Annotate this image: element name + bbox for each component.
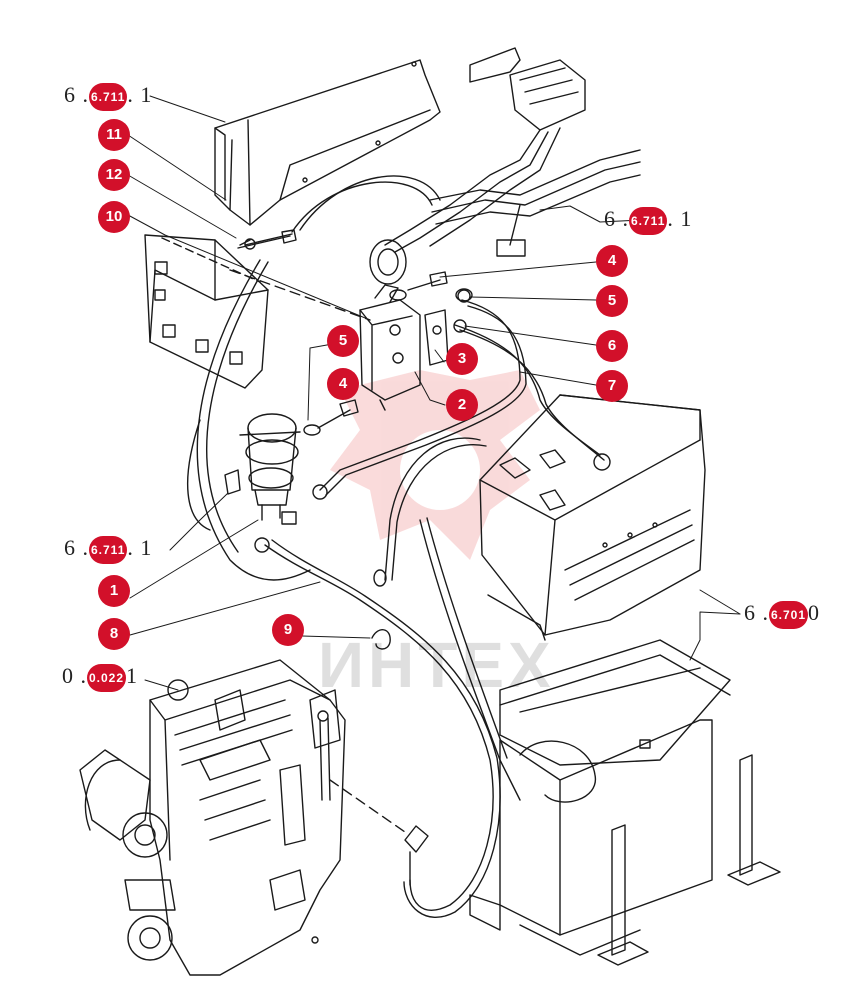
clip-9	[371, 629, 391, 650]
bolt-12	[244, 229, 297, 250]
upper-bracket	[214, 59, 441, 226]
ref-badge[interactable]: 0.022	[87, 663, 127, 692]
callout-3[interactable]: 3	[446, 343, 478, 375]
callout-9[interactable]: 9	[272, 614, 304, 646]
callout-12[interactable]: 12	[98, 159, 130, 191]
callout-8[interactable]: 8	[98, 618, 130, 650]
ref-6-711-harness: 6 .6.711. 1	[604, 206, 692, 235]
battery-cable	[373, 437, 521, 801]
callout-6[interactable]: 6	[596, 330, 628, 362]
solenoid	[224, 413, 301, 525]
battery-tray	[499, 639, 731, 766]
ref-badge[interactable]: 6.711	[89, 535, 128, 564]
leader-lines	[127, 95, 741, 691]
bolt-4-upper	[389, 271, 473, 302]
ref-badge[interactable]: 6.711	[629, 206, 668, 235]
ref-6-711-top: 6 .6.711. 1	[64, 82, 152, 111]
wire-loops	[186, 175, 441, 581]
ground-cable	[254, 537, 501, 918]
callout-1[interactable]: 1	[98, 575, 130, 607]
callout-2[interactable]: 2	[446, 389, 478, 421]
callout-4-lower[interactable]: 4	[327, 368, 359, 400]
battery-lower	[469, 719, 713, 956]
callout-7[interactable]: 7	[596, 370, 628, 402]
watermark-text: ИНТЕХ	[318, 629, 555, 701]
callout-5-right[interactable]: 5	[596, 285, 628, 317]
ref-badge[interactable]: 6.711	[89, 82, 128, 111]
control-unit	[144, 234, 291, 389]
engine	[79, 659, 346, 976]
callout-4-upper[interactable]: 4	[596, 245, 628, 277]
ref-badge[interactable]: 6.701	[769, 600, 809, 629]
braided-cables	[312, 289, 611, 500]
battery-upper	[479, 394, 706, 641]
watermark-logo	[330, 370, 540, 560]
ref-6-711-left: 6 .6.711. 1	[64, 535, 152, 564]
bolt-4-lower	[303, 399, 359, 436]
callout-5-left[interactable]: 5	[327, 325, 359, 357]
ref-6-701: 6 .6.7010	[744, 600, 820, 629]
support-posts	[597, 754, 781, 966]
callout-10[interactable]: 10	[98, 201, 130, 233]
wiring-harness	[369, 47, 641, 285]
callout-11[interactable]: 11	[98, 119, 130, 151]
ref-0-022: 0 .0.0221	[62, 663, 138, 692]
